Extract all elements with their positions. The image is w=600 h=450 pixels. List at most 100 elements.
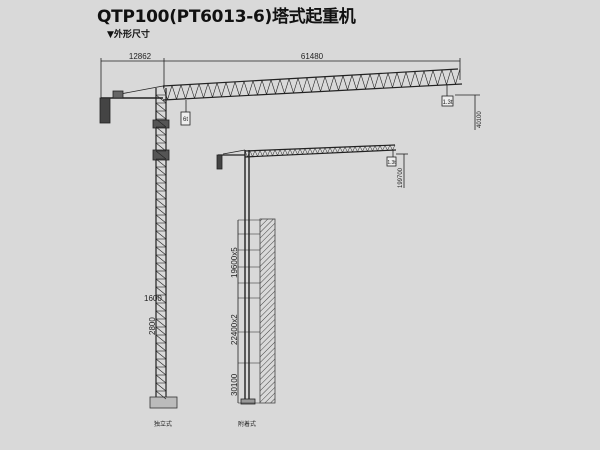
truss-member: [194, 83, 200, 99]
truss-member: [311, 77, 317, 93]
truss-member: [441, 69, 447, 85]
truss-member: [401, 71, 407, 88]
section-heading: ▼外形尺寸: [107, 30, 150, 40]
truss-member: [180, 84, 186, 99]
truss-member: [327, 147, 331, 154]
truss-member: [359, 146, 363, 152]
truss-member: [284, 78, 290, 94]
truss-member: [155, 118, 167, 128]
truss-member: [155, 286, 167, 296]
truss-member: [419, 70, 425, 87]
truss-member: [252, 80, 258, 95]
truss-member: [349, 146, 353, 153]
truss-member: [270, 79, 276, 94]
truss-member: [282, 149, 286, 156]
truss-member: [155, 182, 167, 192]
truss-member: [297, 78, 303, 93]
truss-member: [379, 145, 383, 151]
truss-member: [333, 76, 339, 91]
truss-member: [185, 84, 191, 99]
truss-member: [437, 69, 443, 86]
page-title: QTP100(PT6013-6)塔式起重机: [97, 7, 356, 27]
tie-spacing-upper: 19600x5: [230, 247, 239, 278]
tied-crane: [216, 144, 408, 405]
truss-member: [347, 75, 353, 91]
truss-member: [299, 148, 303, 155]
truss-member: [155, 206, 167, 216]
truss-member: [155, 230, 167, 240]
truss-member: [162, 85, 168, 100]
truss-member: [155, 222, 167, 232]
truss-member: [304, 148, 308, 155]
truss-member: [155, 238, 167, 248]
truss-member: [372, 145, 376, 152]
truss-member: [155, 198, 167, 208]
truss-member: [367, 145, 371, 152]
foundation: [149, 396, 178, 409]
truss-member: [212, 82, 218, 98]
truss-member: [410, 71, 416, 87]
truss-member: [306, 77, 312, 93]
truss-member: [155, 342, 167, 352]
truss-member: [247, 150, 251, 157]
truss-member: [317, 147, 321, 154]
truss-member: [374, 145, 378, 151]
truss-member: [342, 146, 346, 153]
truss-member: [378, 73, 384, 89]
truss-member: [216, 82, 222, 97]
truss-member: [155, 358, 167, 368]
truss-member: [384, 145, 388, 151]
building-wall: [259, 218, 276, 404]
truss-member: [155, 302, 167, 312]
truss-member: [155, 374, 167, 384]
truss-member: [389, 145, 393, 151]
truss-member: [279, 149, 283, 156]
truss-member: [259, 150, 263, 157]
dim-hook-height: 40100: [477, 111, 483, 128]
truss-member: [347, 146, 351, 153]
truss-member: [171, 85, 177, 100]
truss-member: [374, 73, 380, 89]
dim-section-2: 2800: [148, 317, 157, 335]
truss-member: [362, 146, 366, 152]
truss-member: [155, 262, 167, 272]
truss-member: [221, 82, 227, 97]
truss-member: [287, 149, 291, 156]
truss-member: [277, 149, 281, 156]
truss-member: [262, 150, 266, 157]
truss-member: [176, 84, 182, 100]
truss-member: [155, 294, 167, 304]
truss-member: [292, 148, 296, 155]
truss-member: [322, 147, 326, 154]
truss-member: [284, 149, 288, 156]
truss-member: [382, 145, 386, 151]
hook-load-max: 6t: [183, 117, 188, 123]
truss-member: [337, 147, 341, 153]
truss-member: [392, 72, 398, 88]
truss-member: [396, 72, 402, 88]
truss-member: [252, 150, 256, 157]
truss-member: [254, 150, 258, 157]
truss-member: [352, 146, 356, 153]
truss-member: [244, 150, 248, 157]
truss-member: [155, 318, 167, 328]
truss-member: [302, 148, 306, 155]
truss-member: [155, 254, 167, 264]
truss-member: [267, 149, 271, 157]
truss-member: [428, 70, 434, 86]
truss-member: [446, 69, 452, 85]
truss-member: [239, 81, 245, 96]
truss-member: [155, 134, 167, 144]
truss-member: [155, 214, 167, 224]
truss-member: [315, 77, 321, 92]
truss-member: [288, 78, 294, 94]
truss-member: [351, 75, 357, 90]
truss-member: [155, 158, 167, 168]
truss-member: [357, 146, 361, 152]
truss-member: [155, 278, 167, 288]
truss-member: [293, 78, 299, 94]
truss-member: [450, 69, 456, 85]
truss-member: [257, 80, 263, 95]
truss-member: [155, 102, 167, 112]
